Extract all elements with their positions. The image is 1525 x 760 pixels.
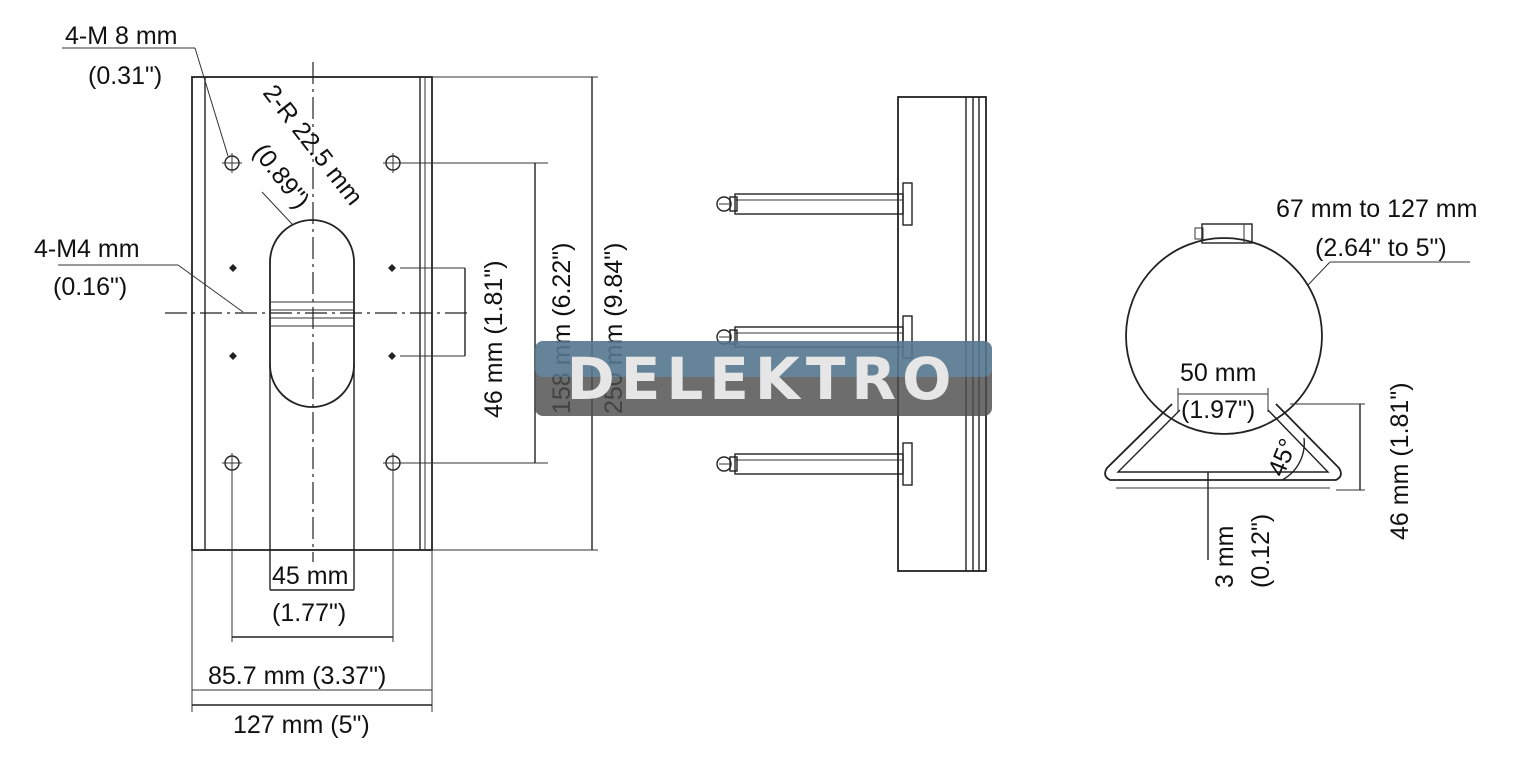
front-view: 4-M 8 mm (0.31") 2-R 22.5 mm (0.89") 4-M… (34, 22, 628, 739)
watermark-logo-text: DELEKTRO (567, 345, 958, 413)
hole-small-metric-label: 4-M4 mm (34, 235, 140, 263)
pole-diameter-metric-label: 67 mm to 127 mm (1276, 195, 1477, 223)
pole-circle (1125, 237, 1323, 435)
bracket (1104, 403, 1342, 481)
thickness-metric-label: 3 mm (1211, 526, 1239, 589)
m4-hole (229, 352, 237, 360)
pole-diameter-imperial-label: (2.64" to 5") (1315, 234, 1447, 262)
slot-width-metric-label: 45 mm (272, 562, 348, 590)
watermark-banner (535, 341, 992, 416)
hole-spacing-label: 85.7 mm (3.37") (208, 662, 386, 690)
hole-large-metric-label: 4-M 8 mm (65, 22, 178, 50)
plate-width-label: 127 mm (5") (233, 711, 370, 739)
side-plate (897, 96, 987, 572)
angle-label: 45° (1263, 435, 1303, 481)
bracket-width-imperial-label: (1.97") (1181, 396, 1255, 424)
bracket-width-metric-label: 50 mm (1180, 359, 1256, 387)
small-hole-spacing-label: 46 mm (1.81") (480, 260, 508, 418)
m4-hole (229, 264, 237, 272)
top-view: 67 mm to 127 mm (2.64" to 5") 50 mm (1.9… (1104, 195, 1477, 589)
watermark: DELEKTRO (535, 341, 992, 416)
clamp-buckle (1201, 223, 1253, 244)
m4-hole (388, 264, 396, 272)
clamp-bolt (716, 442, 913, 486)
bracket-height-label: 46 mm (1.81") (1386, 382, 1414, 540)
hole-large-imperial-label: (0.31") (88, 62, 162, 90)
clamp-bolt (716, 182, 913, 226)
hole-small-imperial-label: (0.16") (53, 273, 127, 301)
m4-hole (388, 352, 396, 360)
m8-hole (222, 153, 242, 173)
side-view (716, 96, 987, 572)
slot-width-imperial-label: (1.77") (272, 599, 346, 627)
thickness-imperial-label: (0.12") (1247, 514, 1275, 588)
angle-arc (1281, 437, 1305, 481)
